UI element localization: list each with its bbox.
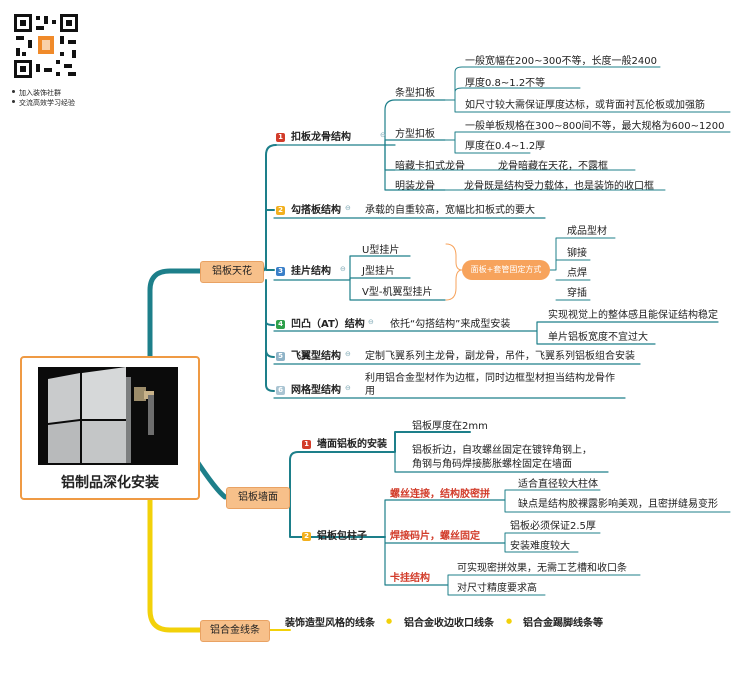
- s4-r2: 单片铝板宽度不宜过大: [548, 332, 648, 343]
- s6-marker: ⊖: [345, 384, 351, 392]
- s3-r1: 成品型材: [567, 226, 607, 237]
- fang-c1: 一般单板规格在300~800间不等，最大规格为600~1200: [465, 121, 725, 132]
- w2-m3-c1: 可实现密拼效果，无需工艺槽和收口条: [457, 563, 627, 574]
- s5-c1: 定制飞翼系列主龙骨，副龙骨，吊件，飞翼系列铝板组合安装: [365, 351, 635, 362]
- branch-ceiling: 铝板天花: [200, 261, 264, 283]
- s5-number: 5: [276, 352, 285, 361]
- lines-c2: 铝合金收边收口线条: [404, 618, 494, 629]
- qr-caption-2: 交流高效学习经验: [12, 99, 75, 108]
- w1-c2a: 铝板折边，自攻螺丝固定在镀锌角钢上，: [412, 445, 592, 456]
- s3-marker: ⊖: [340, 265, 346, 273]
- w2-m1-label: 螺丝连接，结构胶密拼: [390, 489, 490, 500]
- fang-c2: 厚度在0.4~1.2厚: [465, 141, 546, 152]
- lines-dot-2: ●: [506, 617, 513, 625]
- w2-m2-c2: 安装难度较大: [510, 541, 570, 552]
- trunk-wall: [193, 457, 228, 500]
- s6-c1b: 用: [365, 386, 375, 397]
- w2-m2-c1: 铝板必须保证2.5厚: [510, 521, 596, 532]
- branch-wall: 铝板墙面: [226, 487, 290, 509]
- ming-c1: 龙骨既是结构受力载体，也是装饰的收口框: [464, 181, 654, 192]
- an-c1: 龙骨暗藏在天花，不露框: [498, 161, 608, 172]
- central-node: 铝制品深化安装: [20, 356, 200, 500]
- ming-label: 明装龙骨: [395, 181, 435, 192]
- s3-pill: 面板+套管固定方式: [462, 260, 550, 280]
- s3-r3: 点焊: [567, 268, 587, 279]
- s2-c1: 承载的自重较高，宽幅比扣板式的要大: [365, 205, 535, 216]
- s6-number: 6: [276, 386, 285, 395]
- w2-m1-c2: 缺点是结构胶裸露影响美观，且密拼缝易变形: [518, 499, 718, 510]
- w1-number: 1: [302, 440, 311, 449]
- s4-c1: 依托“勾搭结构”来成型安装: [390, 319, 511, 330]
- s3-c2: J型挂片: [362, 266, 395, 277]
- trunk-ceiling: [147, 268, 203, 363]
- s3-number: 3: [276, 267, 285, 276]
- w2-number: 2: [302, 532, 311, 541]
- s3-c3: V型-机翼型挂片: [362, 287, 433, 298]
- w2-m2-label: 焊接码片，螺丝固定: [390, 531, 480, 542]
- s3-c1: U型挂片: [362, 245, 400, 256]
- tiao-c1: 一般宽幅在200~300不等，长度一般2400: [465, 56, 658, 67]
- w1-c1: 铝板厚度在2mm: [412, 421, 488, 432]
- trunk-lines: [147, 493, 203, 633]
- tiao-c3: 如尺寸较大需保证厚度达标，或背面衬瓦伦板或加强筋: [465, 100, 705, 111]
- qr-caption-1: 加入装饰社群: [12, 89, 61, 98]
- fang-label: 方型扣板: [395, 129, 435, 140]
- s1-number: 1: [276, 133, 285, 142]
- qr-code-image: [12, 12, 80, 80]
- branch-lines: 铝合金线条: [200, 620, 270, 642]
- lines-c1: 装饰造型风格的线条: [285, 618, 375, 629]
- lines-dot-1: ●: [386, 617, 393, 625]
- s3-r2: 铆接: [567, 248, 587, 259]
- tiao-c2: 厚度0.8~1.2不等: [465, 78, 546, 89]
- s4-r1: 实现视觉上的整体感且能保证结构稳定: [548, 310, 718, 321]
- w1-c2b: 角钢与角码焊接膨胀螺栓固定在墙面: [412, 459, 572, 470]
- s6-c1: 利用铝合金型材作为边框，同时边框型材担当结构龙骨作: [365, 373, 615, 384]
- s2-number: 2: [276, 206, 285, 215]
- s3-r4: 穿插: [567, 288, 587, 299]
- s2-marker: ⊖: [345, 204, 351, 212]
- tiao-label: 条型扣板: [395, 88, 435, 99]
- an-label: 暗藏卡扣式龙骨: [395, 161, 465, 172]
- lines-c3: 铝合金踢脚线条等: [523, 618, 603, 629]
- s4-number: 4: [276, 320, 285, 329]
- w2-m1-c1: 适合直径较大柱体: [518, 479, 598, 490]
- w2-m3-c2: 对尺寸精度要求高: [457, 583, 537, 594]
- s4-marker: ⊖: [368, 318, 374, 326]
- aluminum-panel-photo: [38, 367, 178, 465]
- w2-m3-label: 卡挂结构: [390, 573, 430, 584]
- s5-marker: ⊖: [345, 350, 351, 358]
- central-title: 铝制品深化安装: [61, 475, 159, 491]
- s1-marker: ⊖: [380, 131, 386, 139]
